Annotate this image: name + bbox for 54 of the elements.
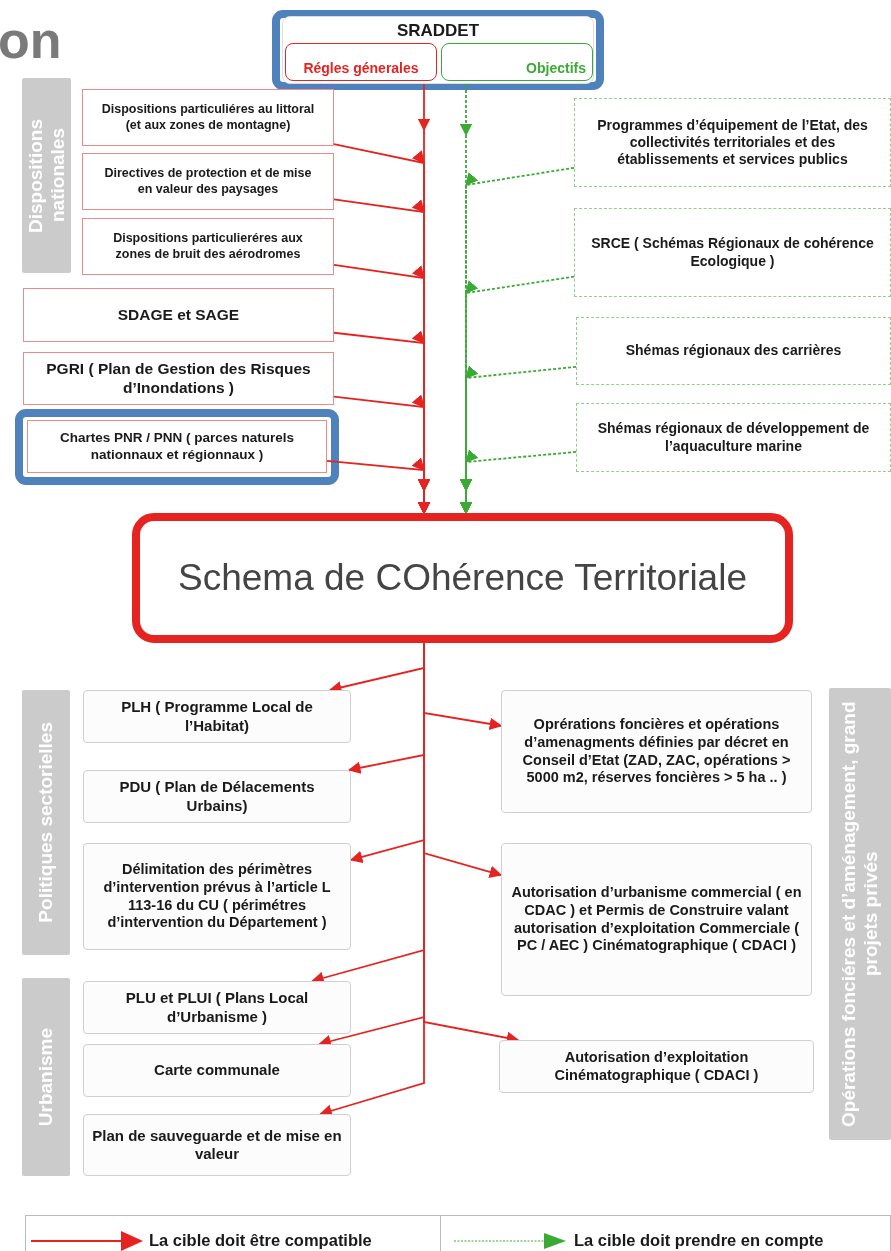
rules-box (285, 43, 437, 81)
plan-box (574, 98, 891, 187)
box-text: SRCE ( Schémas Régionaux de cohérence Ecologique ) (590, 235, 875, 270)
box-text: Shémas régionaux de développement de l’aquaculture marine (596, 420, 871, 455)
plan-box (83, 690, 351, 743)
box-text: Dispositions particuliéres au littoral (et aux zones de montagne) (100, 102, 316, 133)
box-text: PDU ( Plan de Délacements Urbains) (118, 778, 316, 815)
objectives-box (441, 43, 593, 81)
legend-text: La cible doit être compatible (149, 1231, 372, 1250)
plan-box (83, 843, 351, 950)
box-text: Délimitation des périmètres d’intervention prévus à l’article L 113-16 du CU ( périmétres d’intervention du Département ) (102, 861, 332, 932)
category-band (22, 978, 70, 1176)
box-text: Dispositions particulieréres aux zones de bruit des aérodromes (112, 231, 304, 262)
box-text: Autorisation d’urbanisme commercial ( en CDAC ) et Permis de Construire valant autorisation d’exploitation Commerciale ( PC / AEC ) Cinématographique ( CDACI ) (510, 884, 803, 955)
title-text: SRADDET (396, 20, 480, 42)
box-text: Plan de sauveguarde et de mise en valeur (91, 1126, 343, 1164)
plan-box (83, 1114, 351, 1176)
plan-box (499, 1040, 814, 1093)
plan-box (501, 690, 812, 813)
plan-box (27, 420, 327, 473)
plan-box (82, 89, 334, 146)
sraddet-box (282, 16, 594, 84)
category-band (829, 688, 891, 1140)
box-text: Carte communale (154, 1061, 280, 1080)
plan-box (23, 288, 334, 342)
plan-box (574, 208, 891, 297)
plan-box (82, 153, 334, 210)
arrow (460, 450, 577, 514)
plan-box (83, 770, 351, 823)
heading-fragment: on (0, 14, 62, 66)
plan-box (23, 352, 334, 405)
box-text: Oprérations foncières et opérations d’amenagments définies par décret en Conseil d’Etat (ZAD, ZAC, opérations > 5000 m2, réserves foncières > 5 ha .. ) (521, 716, 792, 787)
category-band (22, 690, 70, 955)
box-text: PGRI ( Plan de Gestion des Risques d’Inondations ) (45, 359, 312, 398)
section-label: Régles génerales (303, 59, 419, 77)
box-text: PLU et PLUI ( Plans Local d’Urbanisme ) (124, 989, 310, 1026)
box-text: Programmes d’équipement de l’Etat, des collectivités territoriales et des établissements et services publics (596, 116, 869, 169)
section-label: Objectifs (526, 59, 586, 77)
plan-box (501, 843, 812, 996)
box-text: SDAGE et SAGE (117, 305, 240, 325)
box-text: Directives de protection et de mise en valeur des paysages (103, 166, 313, 197)
plan-box (576, 403, 891, 472)
title-text: Schema de COhérence Territoriale (178, 556, 747, 601)
plan-box (83, 1044, 351, 1097)
legend-text: La cible doit prendre en compte (574, 1231, 824, 1250)
plan-box (82, 218, 334, 275)
box-text: Autorisation d’exploitation Cinématographique ( CDACI ) (553, 1048, 760, 1085)
plan-box (83, 981, 351, 1034)
scot-box (132, 513, 793, 643)
plan-box (576, 317, 891, 385)
box-text: Chartes PNR / PNN ( parces naturels nationnaux et régionnaux ) (58, 430, 296, 463)
category-band (22, 78, 71, 273)
box-text: Shémas régionaux des carrières (625, 342, 842, 360)
box-text: PLH ( Programme Local de l’Habitat) (120, 698, 314, 735)
